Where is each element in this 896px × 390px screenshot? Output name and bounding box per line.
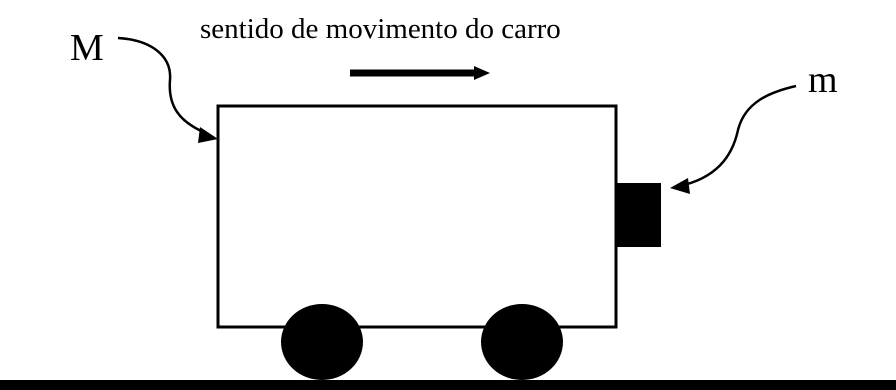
block-mass-pointer [670,84,797,194]
ground-line [0,380,896,390]
small-block [616,183,661,247]
block-mass-label: m [808,59,838,101]
direction-caption: sentido de movimento do carro [200,13,561,45]
cart-mass-label: M [70,27,104,69]
cart-mass-pointer [117,36,218,143]
wheel-left [281,304,363,380]
direction-arrow [350,66,490,80]
wheel-right [481,304,563,380]
cart-body [216,104,618,329]
